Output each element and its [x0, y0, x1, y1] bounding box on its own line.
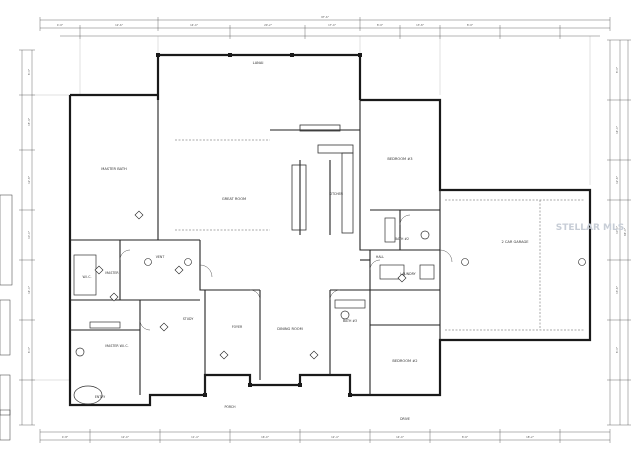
grid-bubbles	[144, 258, 586, 266]
dimension-right-segment: 8'-0"	[615, 67, 619, 73]
room-label-bedroom2: BEDROOM #2	[392, 359, 417, 363]
room-label-master-bath: MASTER BATH	[101, 167, 127, 171]
room-label-bath3: BATH #3	[343, 319, 357, 323]
dimension-left-segment: 14'-0"	[27, 286, 31, 294]
room-label-master: MASTER	[105, 271, 119, 275]
dimension-overall-top: 97'-6"	[321, 15, 329, 19]
dimension-right-segment: 12'-6"	[615, 176, 619, 184]
room-label-lanai: LANAI	[253, 61, 264, 65]
dimension-bottom-segment: 16'-0"	[261, 435, 269, 439]
dimension-left-segment: 6'-0"	[27, 69, 31, 75]
room-label-bedroom3: BEDROOM #3	[387, 157, 412, 161]
dimension-overall-right: 64'-0"	[623, 228, 627, 236]
room-label-entry: ENTRY	[95, 395, 105, 399]
dimension-bottom-segment: 12'-4"	[331, 435, 339, 439]
room-label-study: STUDY	[183, 317, 194, 321]
lanai-columns	[156, 53, 362, 397]
room-label-vent: VENT	[156, 255, 165, 259]
section-markers	[94, 210, 407, 360]
dimension-right-segment: 6'-0"	[615, 347, 619, 353]
room-label-porch: PORCH	[224, 405, 236, 409]
dimension-top-segment: 17'-0"	[328, 23, 336, 27]
schedule-boxes	[0, 194, 13, 441]
fixtures	[73, 217, 435, 405]
watermark: STELLAR MLS	[556, 223, 624, 233]
room-label-hall: HALL	[376, 255, 384, 259]
dimension-top-segment: 20'-2"	[264, 23, 272, 27]
kitchen-island	[291, 124, 354, 234]
dimension-bottom-segment: 14'-0"	[396, 435, 404, 439]
dimension-top-segment: 4'-0"	[57, 23, 63, 27]
door-swings	[119, 214, 453, 331]
room-label-bath2: BATH #2	[395, 237, 409, 241]
dimension-left-segment: 6'-0"	[27, 347, 31, 353]
room-label-garage: 2 CAR GARAGE	[501, 240, 529, 244]
room-label-dining: DINING ROOM	[277, 327, 302, 331]
room-label-foyer: FOYER	[232, 325, 243, 329]
dimension-bottom-segment: 4'-8"	[62, 435, 68, 439]
dimension-top-segment: 8'-0"	[377, 23, 383, 27]
dimension-right-segment: 14'-0"	[615, 126, 619, 134]
garage-door	[175, 139, 585, 331]
room-label-drive: DRIVE	[400, 417, 410, 421]
dimension-top-segment: 13'-8"	[416, 23, 424, 27]
room-label-kitchen: KITCHEN	[329, 192, 343, 196]
room-label-laundry: LAUNDRY	[400, 272, 415, 276]
room-labels: LANAI MASTER BATH GREAT ROOM KITCHEN BED…	[83, 61, 530, 421]
dimension-top-segment: 12'-6"	[115, 23, 123, 27]
extension-lines	[32, 36, 591, 381]
interior-walls	[70, 100, 441, 395]
dimension-left-segment: 12'-8"	[27, 176, 31, 184]
dimension-left-segment: 10'-0"	[27, 231, 31, 239]
dimension-bottom-segment: 8'-6"	[462, 435, 468, 439]
dimension-lines	[19, 17, 631, 443]
dimension-labels: 97'-6" 64'-0" 4'-0" 12'-6" 14'-0" 20'-2" 17'-0…	[27, 15, 627, 439]
room-label-master-wic: MASTER W.I.C.	[105, 344, 128, 348]
dimension-bottom-segment: 11'-4"	[191, 435, 199, 439]
dimension-right-segment: 10'-0"	[615, 226, 619, 234]
dimension-right-segment: 13'-6"	[615, 286, 619, 294]
dimension-bottom-segment: 18'-2"	[526, 435, 534, 439]
room-label-wic: W.I.C.	[83, 275, 92, 279]
dimension-left-segment: 15'-4"	[27, 118, 31, 126]
dimension-top-segment: 8'-0"	[467, 23, 473, 27]
room-label-great-room: GREAT ROOM	[222, 197, 246, 201]
dimension-top-segment: 14'-0"	[190, 23, 198, 27]
dimension-bottom-segment: 12'-0"	[121, 435, 129, 439]
